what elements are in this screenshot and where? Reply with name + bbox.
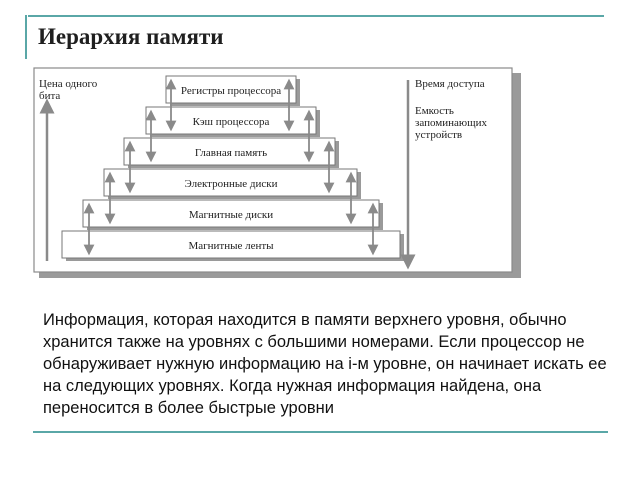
level-label-main-memory: Главная память bbox=[195, 147, 267, 159]
level-magnetic-disks bbox=[82, 199, 380, 228]
transfer-arrows bbox=[83, 78, 379, 256]
level-main-memory bbox=[123, 137, 336, 166]
capacity-label-line2: запоминающих bbox=[415, 117, 487, 129]
memory-hierarchy-diagram: Регистры процессора Кэш процессора Главн… bbox=[33, 67, 521, 278]
title-top-rule bbox=[28, 15, 604, 17]
level-label-cache: Кэш процессора bbox=[193, 116, 270, 128]
level-registers bbox=[165, 75, 297, 104]
explanation-paragraph: Информация, которая находится в памяти в… bbox=[43, 311, 607, 417]
access-time-label: Время доступа bbox=[415, 78, 485, 90]
level-ssd bbox=[103, 168, 358, 197]
level-label-ssd: Электронные диски bbox=[184, 178, 277, 190]
level-label-registers: Регистры процессора bbox=[181, 85, 281, 97]
level-magnetic-tapes bbox=[61, 230, 401, 259]
slide-title: Иерархия памяти bbox=[38, 24, 224, 49]
title-left-rule bbox=[25, 15, 27, 59]
level-label-magnetic-tapes: Магнитные ленты bbox=[188, 240, 274, 252]
cost-per-bit-label-line1: Цена одного bbox=[39, 78, 98, 90]
capacity-label-line3: устройств bbox=[415, 129, 462, 141]
cost-per-bit-label-line2: бита bbox=[39, 90, 60, 102]
level-label-magnetic-disks: Магнитные диски bbox=[189, 209, 273, 221]
capacity-label-line1: Емкость bbox=[415, 105, 454, 117]
bottom-rule bbox=[33, 431, 608, 433]
